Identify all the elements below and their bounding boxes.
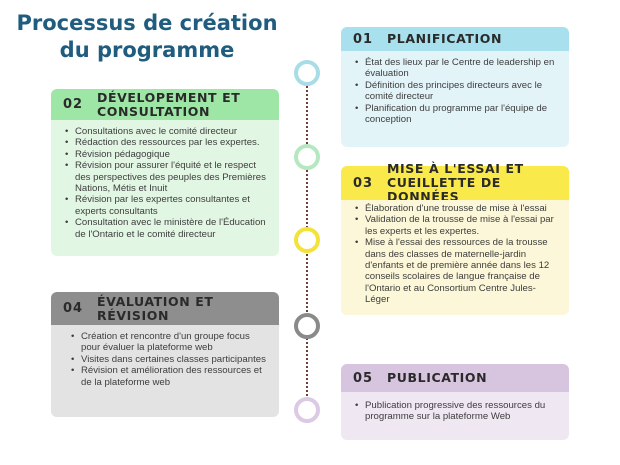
step-item: Révision pédagogique — [65, 149, 269, 161]
step-item: Consultations avec le comité directeur — [65, 126, 269, 138]
step-body: État des lieux par le Centre de leadersh… — [341, 51, 569, 147]
step-item: Consultation avec le ministère de l'Éduc… — [65, 217, 269, 240]
step-label: PLANIFICATION — [387, 31, 503, 46]
step-item: Création et rencontre d'un groupe focus … — [71, 331, 269, 354]
step-item: Planification du programme par l'équipe … — [355, 103, 559, 126]
step-items: Publication progressive des ressources d… — [341, 392, 569, 423]
step-items: Élaboration d'une trousse de mise à l'es… — [341, 200, 569, 306]
step-header: 04 ÉVALUATION ET RÉVISION — [51, 292, 279, 325]
timeline-node-1 — [294, 60, 320, 86]
step-item: Visites dans certaines classes participa… — [71, 354, 269, 366]
timeline-node-5 — [294, 397, 320, 423]
step-items: État des lieux par le Centre de leadersh… — [341, 51, 569, 125]
step-header: 05 PUBLICATION — [341, 364, 569, 392]
page-title: Processus de création du programme — [16, 11, 278, 62]
step-items: Création et rencontre d'un groupe focus … — [51, 325, 279, 388]
step-label: ÉVALUATION ET RÉVISION — [97, 293, 214, 323]
step-card-evaluation: 04 ÉVALUATION ET RÉVISION Création et re… — [51, 292, 279, 417]
step-label: PUBLICATION — [387, 370, 488, 385]
step-item: État des lieux par le Centre de leadersh… — [355, 57, 559, 80]
step-items: Consultations avec le comité directeurRé… — [51, 120, 279, 240]
step-item: Rédaction des ressources par les experte… — [65, 137, 269, 149]
step-number: 01 — [353, 31, 374, 47]
timeline-node-3 — [294, 227, 320, 253]
step-item: Élaboration d'une trousse de mise à l'es… — [355, 203, 559, 215]
step-item: Révision par les expertes consultantes e… — [65, 194, 269, 217]
step-item: Définition des principes directeurs avec… — [355, 80, 559, 103]
step-item: Publication progressive des ressources d… — [355, 400, 559, 423]
step-item: Révision pour assurer l'équité et le res… — [65, 160, 269, 194]
step-header: 03 MISE À L'ESSAI ET CUEILLETTE DE DONNÉ… — [341, 162, 569, 204]
step-card-mise-a-lessai: 03 MISE À L'ESSAI ET CUEILLETTE DE DONNÉ… — [341, 162, 569, 315]
step-label: DÉVELOPEMENT ET CONSULTATION — [97, 89, 241, 119]
step-body: Consultations avec le comité directeurRé… — [51, 120, 279, 256]
step-card-developpement: 02 DÉVELOPEMENT ET CONSULTATION Consulta… — [51, 89, 279, 256]
step-number: 02 — [63, 97, 84, 112]
step-number: 03 — [353, 175, 374, 191]
step-body: Création et rencontre d'un groupe focus … — [51, 325, 279, 417]
step-number: 05 — [353, 370, 374, 386]
step-item: Validation de la trousse de mise à l'ess… — [355, 214, 559, 237]
step-item: Mise à l'essai des ressources de la trou… — [355, 237, 559, 305]
step-number: 04 — [63, 301, 84, 316]
step-card-planification: 01 PLANIFICATION État des lieux par le C… — [341, 27, 569, 147]
step-item: Révision et amélioration des ressources … — [71, 365, 269, 388]
step-label: MISE À L'ESSAI ET CUEILLETTE DE DONNÉES — [387, 161, 524, 204]
timeline-node-4 — [294, 313, 320, 339]
step-body: Élaboration d'une trousse de mise à l'es… — [341, 200, 569, 315]
timeline-node-2 — [294, 144, 320, 170]
step-header: 01 PLANIFICATION — [341, 27, 569, 51]
step-body: Publication progressive des ressources d… — [341, 392, 569, 440]
step-header: 02 DÉVELOPEMENT ET CONSULTATION — [51, 89, 279, 120]
step-card-publication: 05 PUBLICATION Publication progressive d… — [341, 364, 569, 440]
